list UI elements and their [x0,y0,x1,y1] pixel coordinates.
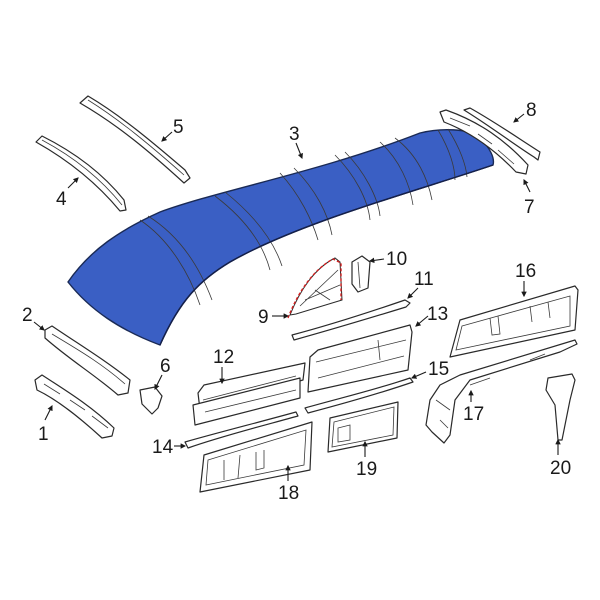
part-11-drip-molding[interactable] [291,299,411,341]
callout-14[interactable]: 14 [152,437,174,458]
part-8-rear-bow[interactable] [463,107,541,161]
callout-1[interactable]: 1 [38,424,49,445]
part-19-rear-lower-panel[interactable] [327,401,399,453]
callout-3[interactable]: 3 [289,124,300,145]
callout-4[interactable]: 4 [56,189,67,210]
callout-20[interactable]: 20 [550,458,572,479]
callout-5[interactable]: 5 [173,117,184,138]
callout-9[interactable]: 9 [258,307,269,328]
part-20-corner-pillar[interactable] [545,373,576,441]
part-13-rear-side-upper[interactable] [307,324,413,393]
callout-12[interactable]: 12 [213,347,235,368]
callout-10[interactable]: 10 [386,249,408,270]
part-3-roof-panel[interactable] [67,128,495,346]
part-17-rear-pillar[interactable] [425,339,578,444]
callout-13[interactable]: 13 [427,304,449,325]
leader-lines [33,113,561,481]
part-18-front-lower-panel[interactable] [199,421,313,493]
part-4-roof-bow[interactable] [35,135,127,212]
part-1-front-header[interactable] [34,374,115,439]
callout-17[interactable]: 17 [463,404,485,425]
callout-18[interactable]: 18 [278,483,300,504]
part-5-roof-bow[interactable] [79,95,191,184]
callout-6[interactable]: 6 [160,356,171,377]
callout-15[interactable]: 15 [428,359,450,380]
part-12-front-side-panel[interactable] [192,362,306,426]
part-14-lower-rail[interactable] [184,411,299,449]
callout-11[interactable]: 11 [414,269,434,290]
callout-7[interactable]: 7 [524,197,535,218]
callout-8[interactable]: 8 [526,100,537,121]
part-16-rear-side-panel[interactable] [449,285,579,358]
part-6-bracket[interactable] [139,386,163,415]
callout-19[interactable]: 19 [356,459,378,480]
part-10-pillar-bracket[interactable] [351,255,371,293]
part-2-windshield-header[interactable] [44,325,131,396]
callout-16[interactable]: 16 [515,261,537,282]
part-15-rear-lower-rail[interactable] [304,377,414,414]
part-9-quarter-window[interactable] [287,257,343,319]
callout-2[interactable]: 2 [22,305,33,326]
part-7-rear-header[interactable] [439,109,529,175]
